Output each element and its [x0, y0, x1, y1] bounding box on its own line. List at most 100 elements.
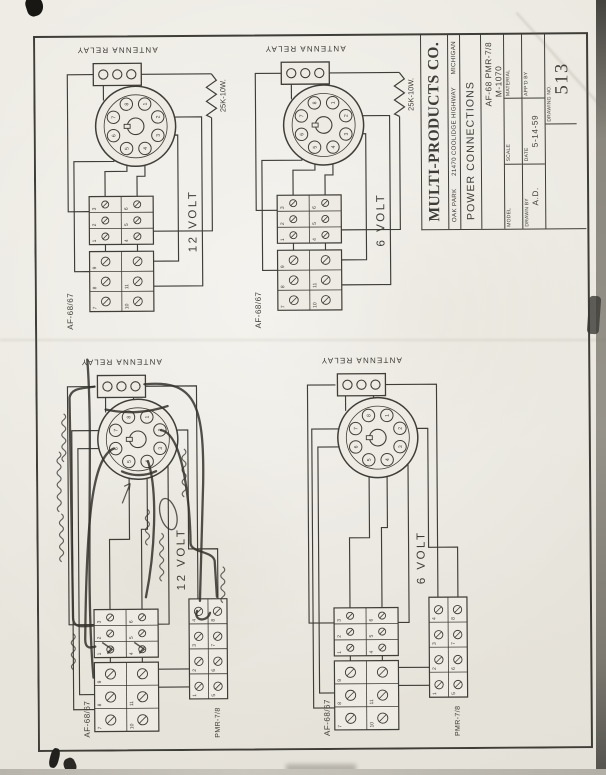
terminal-screw [453, 679, 463, 690]
socket-pin-number: 7 [111, 116, 117, 119]
drawing-line [435, 631, 442, 638]
socket-pin [137, 97, 152, 111]
socket-pin-number: 5 [124, 147, 130, 150]
socket-keyway [365, 435, 373, 441]
wire [306, 384, 336, 624]
terminal-number: 5 [129, 636, 135, 639]
model-field-label: MODEL [506, 207, 513, 227]
drawing-line [195, 683, 203, 690]
company-name: MULTI-PRODUCTS CO. [425, 41, 444, 222]
drawing-line [134, 233, 141, 240]
terminal-screw [289, 295, 299, 306]
terminal-number: 1 [92, 239, 98, 242]
terminal-screw [213, 681, 223, 691]
socket-pin-number: 3 [158, 447, 164, 450]
coil-loop [126, 69, 137, 80]
terminal-screw [321, 231, 330, 239]
antenna-relay-label: ANTENNA RELAY [264, 44, 345, 54]
terminal-number: 4 [369, 650, 375, 653]
terminal-number: 7 [211, 644, 217, 647]
terminal-screw [453, 629, 463, 640]
socket-pin [294, 127, 309, 142]
socket-pin-number: 6 [111, 134, 117, 137]
socket-pin-number: 6 [354, 445, 360, 448]
socket-pin [326, 140, 340, 154]
terminal-number: 10 [129, 723, 135, 729]
address-street: 21470 COOLIDGE HIGHWAY [450, 87, 458, 176]
empty-cell [546, 124, 578, 228]
fields-row-2: DRAWN BY A.D. DATE 5-14-59 APP'D BY [520, 33, 546, 229]
pencil-circle-mark [158, 497, 178, 531]
strip-label: AF-68/67 [254, 291, 263, 328]
schematic-af-pmr-6-volt: ANTENNA RELAY123456781234567891011123456… [306, 355, 469, 736]
drawing-line [347, 645, 354, 651]
pencil-annotation [61, 413, 67, 463]
socket-pin [108, 423, 123, 437]
socket-pin-number: 6 [299, 133, 305, 136]
socket-pin [106, 128, 121, 143]
material-field: MATERIAL [503, 33, 522, 100]
terminal-number: 5 [369, 634, 375, 637]
drawing-line [290, 232, 297, 238]
schematic-af-12-volt: 25K-10W.ANTENNA RELAY1234567812345678910… [66, 45, 228, 330]
terminal-number: 7 [337, 725, 343, 728]
terminal-screw [377, 712, 389, 724]
socket-inner-ring [345, 405, 410, 470]
drawing-line [134, 297, 142, 305]
socket-pin [349, 440, 363, 454]
terminal-screw [101, 200, 110, 209]
pencil-wire [195, 609, 212, 621]
drawing-line [107, 614, 113, 621]
terminal-number: 6 [451, 667, 457, 670]
wire [66, 74, 94, 213]
socket-pin-number: 4 [331, 146, 337, 149]
terminal-screw [194, 656, 204, 667]
terminal-screw [132, 276, 143, 287]
terminal-number: 3 [337, 619, 343, 622]
terminal-number: 2 [432, 667, 438, 670]
drawn-by-field: DRAWN BY A.D. [523, 164, 545, 228]
drawing-line [214, 608, 221, 615]
socket-pin-number: 7 [299, 114, 305, 117]
terminal-screw [346, 627, 355, 636]
terminal-number: 6 [369, 618, 375, 621]
wire [311, 428, 356, 709]
voltage-label: 12 VOLT [175, 528, 187, 591]
wire [348, 459, 371, 608]
drawing-line [139, 646, 146, 653]
wire [399, 427, 459, 598]
socket-pin-number: 8 [124, 103, 130, 106]
terminal-number: 9 [280, 265, 286, 268]
wire [383, 383, 439, 598]
coil-loop [342, 379, 353, 390]
pencil-annotation [70, 633, 76, 671]
drawing-line [134, 201, 140, 208]
socket-pin [138, 141, 152, 156]
wire [143, 385, 199, 599]
terminal-number: 4 [124, 239, 130, 242]
drawing-line [322, 276, 330, 284]
resistor-label: 25K-10W. [406, 78, 415, 111]
pencil-check-mark [133, 641, 146, 654]
wire [254, 72, 282, 212]
pencil-annotation [58, 513, 65, 563]
drawing-line [138, 692, 147, 701]
address-state: MICHIGAN [450, 41, 458, 75]
terminal-number: 3 [280, 206, 286, 209]
pencil-annotation [56, 451, 62, 513]
terminal-number: 10 [312, 302, 318, 308]
model-designations: AF-68 PMR-7/8 M-1070 [479, 33, 505, 229]
socket-keyway [125, 436, 133, 442]
drawing-line [102, 298, 110, 305]
drawing-line [435, 681, 443, 688]
terminal-screw [321, 199, 330, 207]
socket-inner-ring [105, 407, 170, 472]
coil-loop [314, 67, 325, 79]
coil-loop [300, 67, 311, 79]
drawing-line [346, 691, 355, 700]
socket-pin-number: 3 [156, 134, 162, 137]
scale-field: SCALE [504, 98, 522, 165]
terminal-number: 1 [337, 651, 343, 654]
socket-pin-number: 1 [385, 414, 391, 417]
